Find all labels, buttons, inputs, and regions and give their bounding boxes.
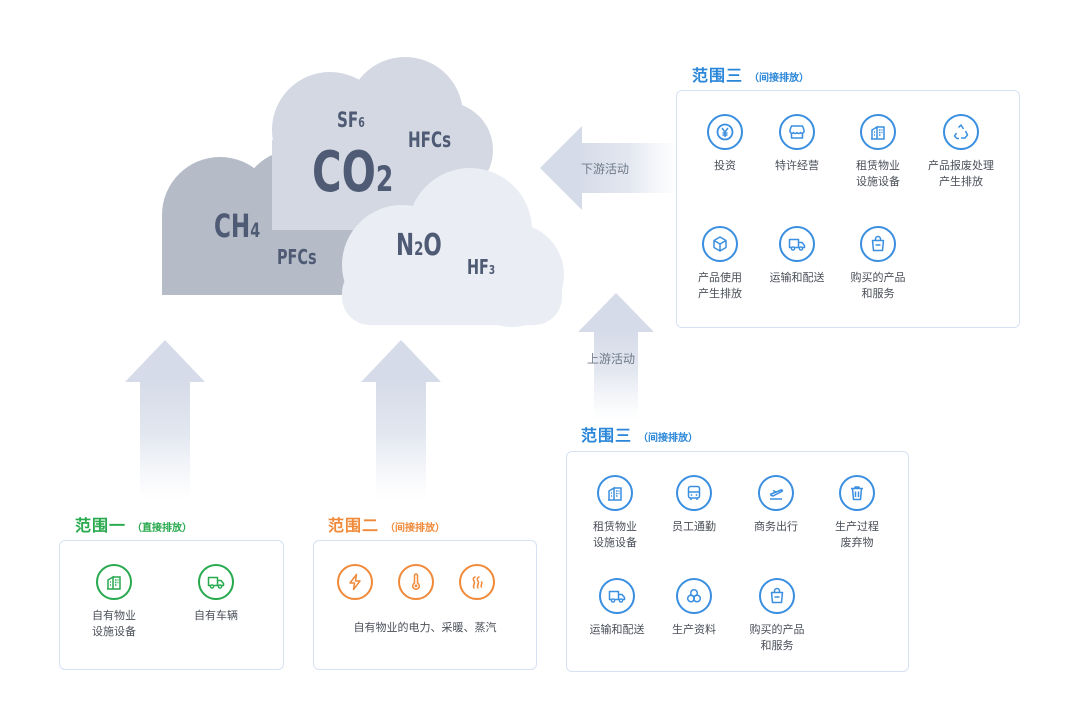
gas-ch4: CH4: [214, 207, 261, 245]
building-icon: [860, 114, 896, 150]
box-icon: [702, 226, 738, 262]
gas-pfcs: PFCs: [277, 245, 317, 269]
recycle-icon: [943, 114, 979, 150]
yen-icon: [707, 114, 743, 150]
materials-icon: [676, 578, 712, 614]
arrow-up-upstream: [578, 293, 654, 420]
item-purchased-goods-upstream: 购买的产品 和服务: [737, 578, 817, 654]
scope2-title: 范围二（间接排放）: [328, 516, 446, 535]
truck-icon: [198, 564, 234, 600]
scope1-panel: [59, 540, 284, 670]
upstream-label: 上游活动: [587, 352, 636, 366]
shopping-bag-icon: [860, 226, 896, 262]
item-business-travel: 商务出行: [736, 475, 816, 535]
storefront-icon: [779, 114, 815, 150]
gas-hfcs: HFCs: [408, 128, 452, 152]
item-production-materials: 生产资料: [654, 578, 734, 638]
item-waste: 生产过程 废弃物: [817, 475, 897, 551]
item-owned-vehicles: 自有车辆: [176, 564, 256, 624]
item-purchased-goods-downstream: 购买的产品 和服务: [838, 226, 918, 302]
scope2-icons: [337, 564, 495, 600]
item-franchise: 特许经营: [757, 114, 837, 174]
scope2-panel: [313, 540, 537, 670]
scope2-label: 自有物业的电力、采暖、蒸汽: [353, 621, 497, 634]
arrow-up-scope1: [125, 340, 205, 500]
scope3-upstream-title: 范围三（间接排放）: [581, 426, 699, 445]
gas-co2: CO2: [312, 140, 394, 205]
trash-icon: [839, 475, 875, 511]
item-end-of-life: 产品报废处理 产生排放: [921, 114, 1001, 190]
item-commuting: 员工通勤: [654, 475, 734, 535]
steam-icon: [459, 564, 495, 600]
thermometer-icon: [398, 564, 434, 600]
arrow-up-scope2: [361, 340, 441, 500]
item-transport-upstream: 运输和配送: [577, 578, 657, 638]
item-leased-assets-upstream: 租赁物业 设施设备: [575, 475, 655, 551]
gas-hf3: HF3: [467, 255, 496, 279]
building-icon: [96, 564, 132, 600]
bus-icon: [676, 475, 712, 511]
shopping-bag-icon: [759, 578, 795, 614]
truck-icon: [779, 226, 815, 262]
item-transport-downstream: 运输和配送: [757, 226, 837, 286]
item-leased-assets: 租赁物业 设施设备: [838, 114, 918, 190]
cloud-right: [342, 168, 564, 327]
lightning-icon: [337, 564, 373, 600]
gas-sf6: SF6: [337, 108, 365, 132]
item-product-use: 产品使用 产生排放: [680, 226, 760, 302]
building-icon: [597, 475, 633, 511]
truck-icon: [599, 578, 635, 614]
item-owned-facilities: 自有物业 设施设备: [74, 564, 154, 640]
gas-n2o: N2O: [396, 228, 442, 263]
plane-icon: [758, 475, 794, 511]
downstream-label: 下游活动: [581, 162, 630, 176]
arrow-left-downstream: [540, 126, 678, 210]
scope3-downstream-title: 范围三（间接排放）: [692, 66, 810, 85]
scope1-title: 范围一（直接排放）: [75, 516, 193, 535]
item-investment: 投资: [685, 114, 765, 174]
